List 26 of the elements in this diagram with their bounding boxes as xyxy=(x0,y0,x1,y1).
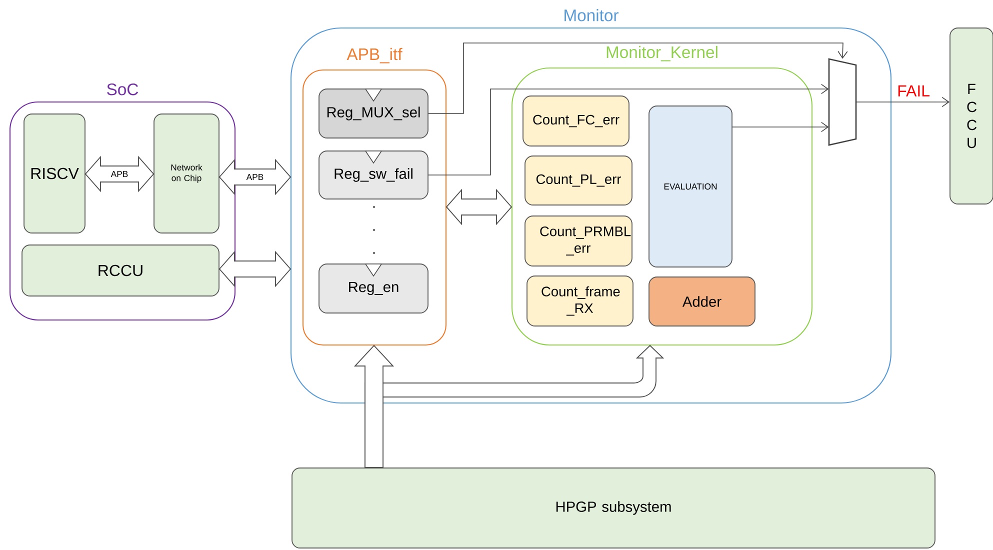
block-box: RCCU xyxy=(22,244,220,296)
arrow xyxy=(732,122,829,132)
block-box: Count_FC_err xyxy=(522,96,630,146)
arrow xyxy=(428,84,829,176)
node-label: Monitor_Kernel xyxy=(606,46,718,62)
block-box: HPGP subsystem xyxy=(292,468,936,548)
node-label: Monitor xyxy=(564,9,618,22)
ellipsis-dot: . xyxy=(373,229,375,231)
node-label: APB_itf xyxy=(346,48,402,64)
register-box: Reg_MUX_sel xyxy=(318,88,428,138)
block-box: Adder xyxy=(648,276,756,326)
register-box: Reg_en xyxy=(318,264,428,314)
block-box: F C C U xyxy=(950,28,993,204)
edge-label: FAIL xyxy=(896,84,932,98)
block-box: Count_PL_err xyxy=(524,156,632,206)
block-box: Network on Chip xyxy=(154,114,220,234)
block-arrow xyxy=(354,344,394,468)
register-box: Reg_sw_fail xyxy=(318,150,428,200)
arrow xyxy=(428,42,848,114)
arrow xyxy=(856,96,950,108)
block-box: Count_PRMBL _err xyxy=(524,216,632,266)
multiplexer-symbol xyxy=(828,58,857,146)
block-box: Count_frame _RX xyxy=(526,276,634,326)
block-box: RISCV xyxy=(24,114,86,234)
block-box: EVALUATION xyxy=(648,106,732,268)
node-label: SoC xyxy=(107,84,138,96)
